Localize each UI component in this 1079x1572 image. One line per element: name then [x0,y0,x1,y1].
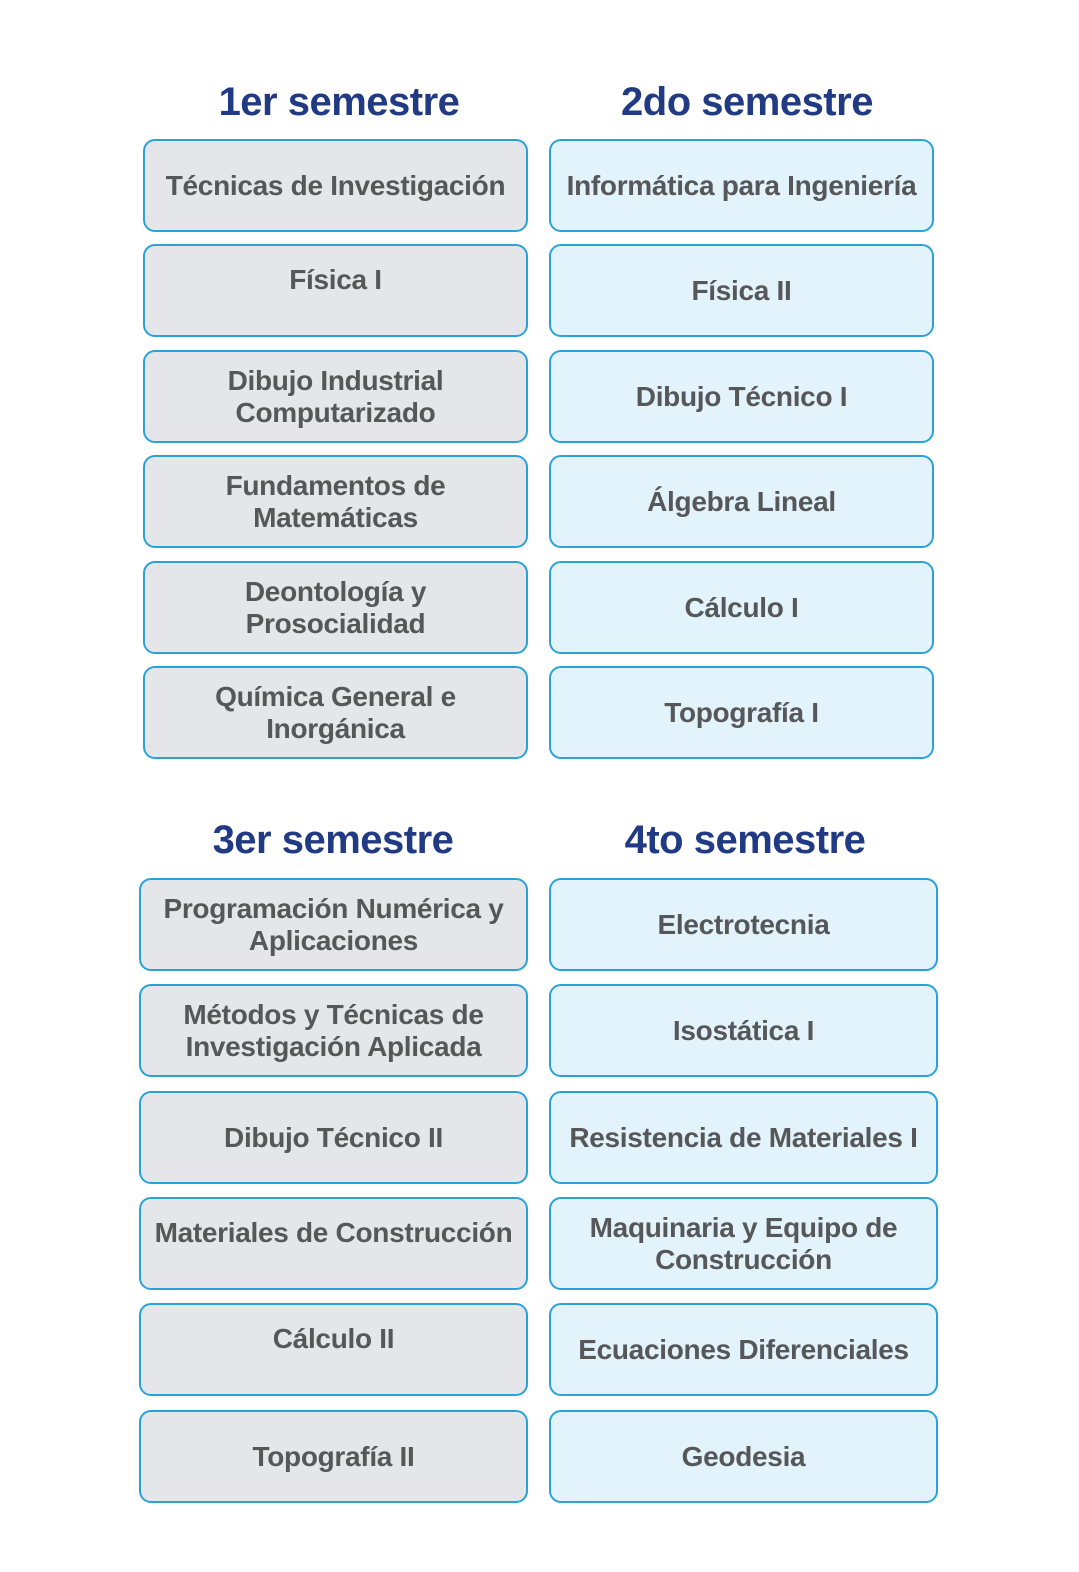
course-label: Álgebra Lineal [647,485,836,517]
course-label: Fundamentos de Matemáticas [225,469,446,533]
course-label: Maquinaria y Equipo de Construcción [589,1211,898,1275]
course-box-s4-2: Isostática I [549,984,938,1077]
course-box-s3-5: Cálculo II [139,1303,528,1396]
course-box-s2-1: Informática para Ingeniería [549,139,934,232]
course-label: Topografía II [252,1440,415,1472]
course-box-s4-5: Ecuaciones Diferenciales [549,1303,938,1396]
course-box-s1-6: Química General e Inorgánica [143,666,528,759]
semester-2-title: 2do semestre [621,80,873,124]
course-label: Técnicas de Investigación [165,169,506,201]
course-box-s2-6: Topografía I [549,666,934,759]
course-box-s4-1: Electrotecnia [549,878,938,971]
course-label: Resistencia de Materiales I [569,1121,918,1153]
course-box-s2-5: Cálculo I [549,561,934,654]
course-box-s2-3: Dibujo Técnico I [549,350,934,443]
course-box-s3-3: Dibujo Técnico II [139,1091,528,1184]
course-label: Dibujo Industrial Computarizado [227,364,444,428]
course-label: Ecuaciones Diferenciales [578,1333,909,1365]
course-label: Programación Numérica y Aplicaciones [163,892,504,956]
course-label: Cálculo II [272,1323,395,1354]
course-box-s3-6: Topografía II [139,1410,528,1503]
semester-3-title: 3er semestre [212,818,454,862]
course-box-s3-1: Programación Numérica y Aplicaciones [139,878,528,971]
course-label: Química General e Inorgánica [215,680,456,744]
course-box-s1-4: Fundamentos de Matemáticas [143,455,528,548]
course-box-s4-6: Geodesia [549,1410,938,1503]
course-box-s3-2: Métodos y Técnicas de Investigación Apli… [139,984,528,1077]
course-box-s4-4: Maquinaria y Equipo de Construcción [549,1197,938,1290]
course-label: Dibujo Técnico II [224,1121,443,1153]
course-box-s1-1: Técnicas de Investigación [143,139,528,232]
course-box-s1-3: Dibujo Industrial Computarizado [143,350,528,443]
course-label: Física I [289,264,382,295]
course-box-s4-3: Resistencia de Materiales I [549,1091,938,1184]
course-label: Materiales de Construcción [154,1217,513,1248]
course-label: Isostática I [672,1014,815,1046]
semester-1-title: 1er semestre [218,80,460,124]
course-box-s2-2: Física II [549,244,934,337]
course-label: Topografía I [664,696,819,728]
course-label: Electrotecnia [657,908,830,940]
course-label: Dibujo Técnico I [635,380,848,412]
course-box-s1-5: Deontología y Prosocialidad [143,561,528,654]
course-label: Geodesia [681,1440,806,1472]
course-label: Cálculo I [684,591,799,623]
semester-4-title: 4to semestre [624,818,866,862]
course-label: Deontología y Prosocialidad [244,575,427,639]
course-box-s3-4: Materiales de Construcción [139,1197,528,1290]
course-box-s2-4: Álgebra Lineal [549,455,934,548]
course-label: Informática para Ingeniería [566,169,917,201]
course-label: Métodos y Técnicas de Investigación Apli… [183,998,484,1062]
course-label: Física II [691,274,792,306]
course-box-s1-2: Física I [143,244,528,337]
